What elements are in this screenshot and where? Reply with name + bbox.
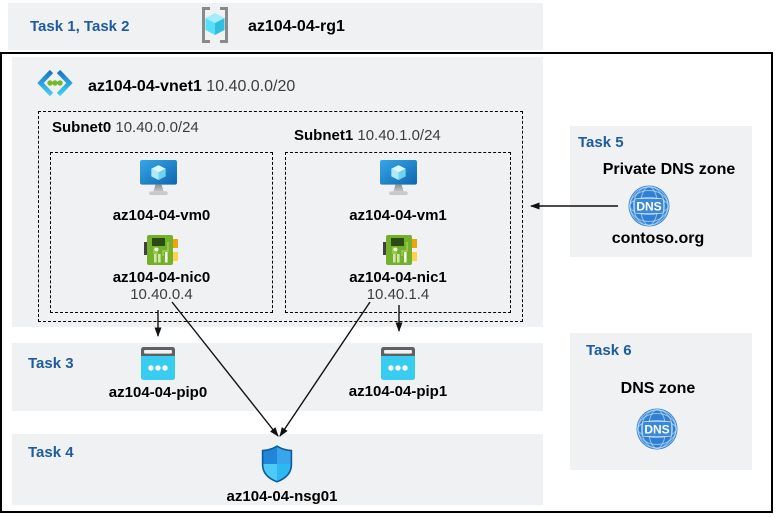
pip0-icon: [141, 347, 175, 380]
vm0-icon: [140, 160, 177, 196]
subnet1-name: Subnet1: [294, 127, 354, 144]
vnet-name: az104-04-vnet1: [88, 78, 202, 95]
nic1-label: az104-04-nic1: [349, 269, 447, 286]
pip0-label: az104-04-pip0: [108, 384, 208, 401]
virtual-network-icon: [37, 69, 73, 97]
vm0-label: az104-04-vm0: [112, 207, 211, 224]
private-dns-zone-title: Private DNS zone: [602, 161, 736, 178]
dns-zone-icon-text: DNS: [644, 423, 669, 437]
nic0-icon: [144, 235, 178, 265]
private-dns-icon-text: DNS: [636, 200, 661, 214]
subnet0-title: Subnet0 10.40.0.0/24: [52, 119, 199, 136]
nsg-shield-icon: [261, 445, 293, 483]
resource-group-name: az104-04-rg1: [248, 18, 345, 35]
vnet-region: [12, 57, 543, 327]
subnet1-box: [285, 152, 511, 313]
vnet-cidr: 10.40.0.0/20: [206, 78, 296, 95]
subnet1-cidr: 10.40.1.0/24: [357, 127, 441, 144]
diagram-frame: [0, 52, 773, 513]
nic0-label: az104-04-nic0: [112, 269, 211, 286]
vm1-label: az104-04-vm1: [349, 207, 447, 224]
subnet0-name: Subnet0: [52, 119, 112, 136]
task-6-label: Task 6: [586, 342, 632, 359]
nic1-private-ip: 10.40.1.4: [366, 286, 430, 303]
task-1-2-label: Task 1, Task 2: [30, 18, 130, 35]
nsg-label: az104-04-nsg01: [226, 488, 338, 505]
task-3-label: Task 3: [28, 355, 74, 372]
dns-zone-title: DNS zone: [620, 380, 696, 397]
task-1-2-region: [8, 3, 543, 50]
task-4-label: Task 4: [28, 444, 74, 461]
private-dns-icon: DNS: [628, 185, 670, 227]
subnet0-box: [50, 152, 273, 313]
private-dns-zone-name: contoso.org: [611, 230, 705, 247]
vnet-title: az104-04-vnet1 10.40.0.0/20: [88, 78, 295, 96]
resource-group-icon: [202, 7, 228, 43]
task-5-label: Task 5: [578, 134, 624, 151]
vm1-icon: [380, 160, 417, 196]
pip1-label: az104-04-pip1: [348, 383, 448, 400]
subnet0-cidr: 10.40.0.0/24: [115, 119, 199, 136]
pip1-icon: [381, 347, 415, 380]
dns-zone-icon: DNS: [636, 408, 678, 450]
nic0-private-ip: 10.40.0.4: [130, 286, 193, 303]
nic1-icon: [383, 235, 417, 265]
subnet1-title: Subnet1 10.40.1.0/24: [294, 127, 441, 144]
